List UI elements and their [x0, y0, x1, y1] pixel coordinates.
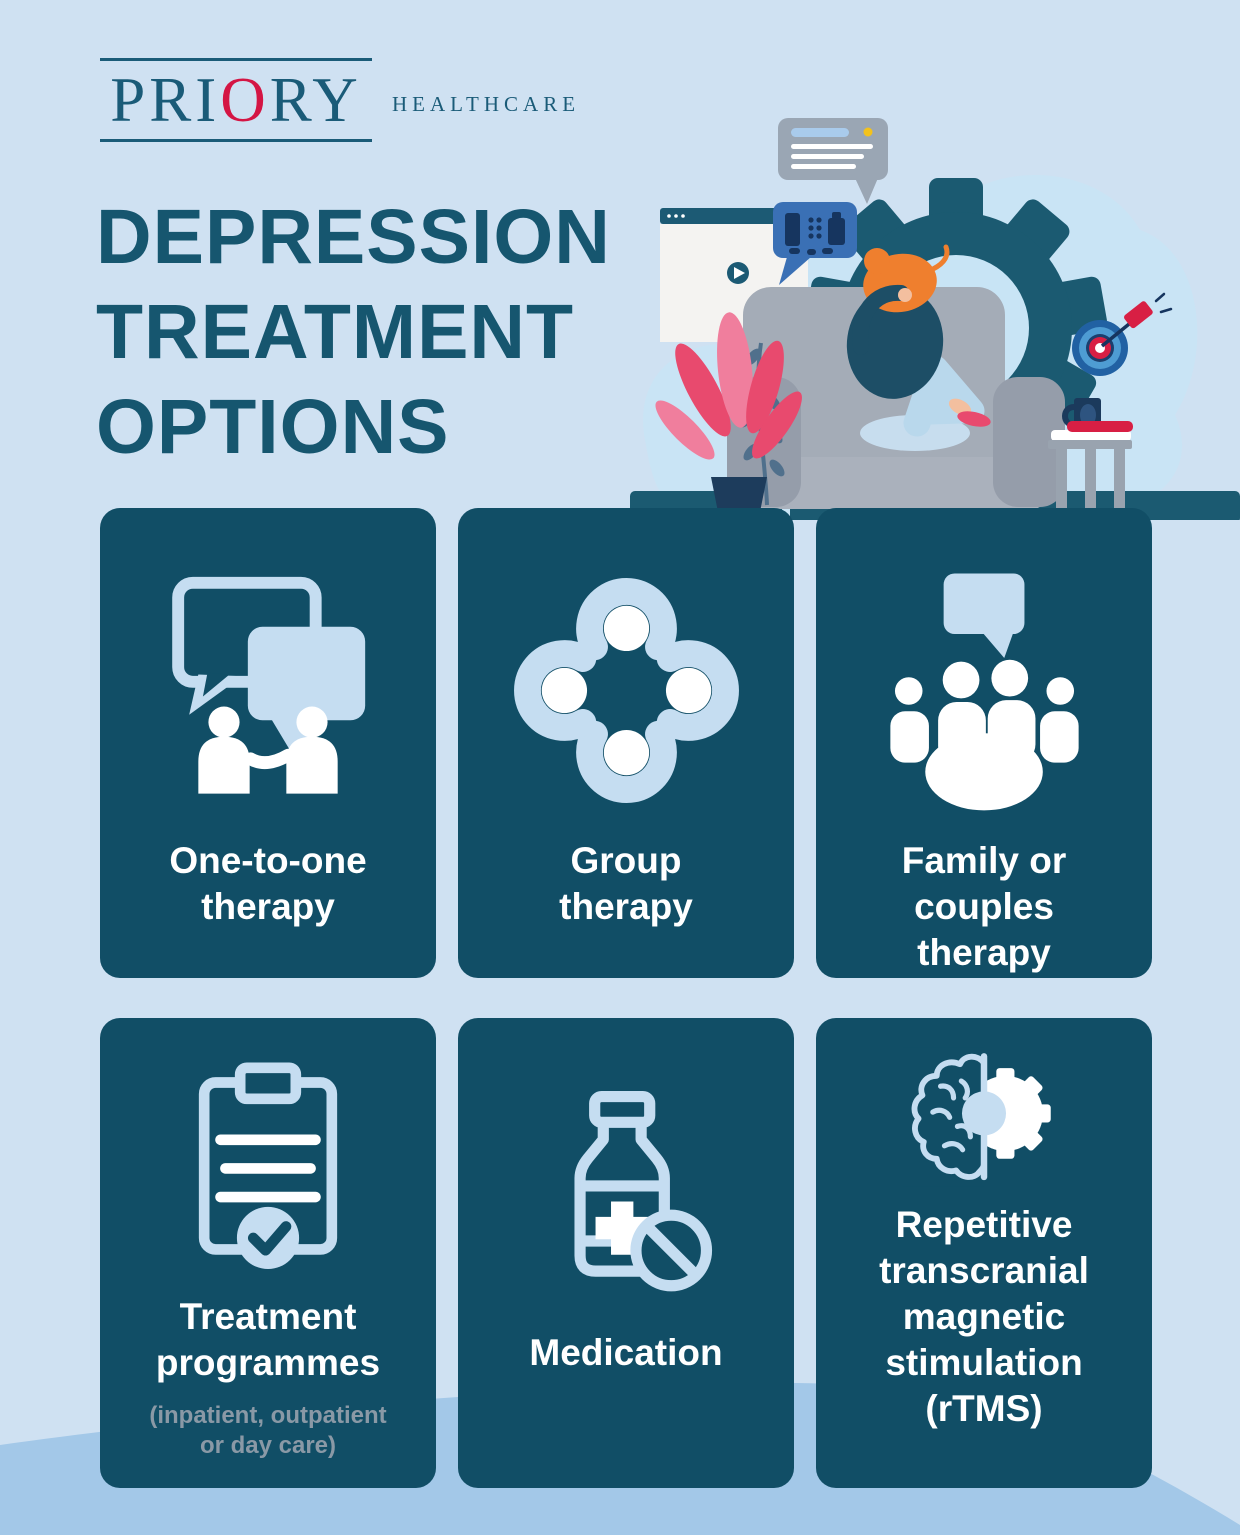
card-label: Group therapy	[559, 840, 693, 927]
priory-logo: PRIORY	[100, 58, 372, 142]
page-title: DEPRESSION TREATMENT OPTIONS	[96, 190, 611, 475]
logo-accent-letter: O	[220, 65, 270, 135]
pink-plant	[655, 312, 802, 517]
yellow-dot	[863, 127, 873, 137]
card-rtms: Repetitive transcranial magnetic stimula…	[816, 1018, 1152, 1488]
sad-person	[846, 244, 991, 451]
play-icon	[734, 267, 745, 279]
logo-wordmark: PRIORY	[100, 61, 372, 139]
card-label: Treatment programmes	[155, 1296, 381, 1383]
logo-part2: RY	[269, 65, 362, 135]
clipboard-check-icon	[178, 1058, 358, 1278]
card-one-to-one-therapy: One-to-one therapy	[100, 508, 436, 978]
logo-rule-bottom	[100, 139, 372, 142]
group-circle-icon	[509, 553, 744, 828]
card-label: One-to-one therapy	[169, 840, 367, 927]
medicine-bottle-icon	[519, 1086, 734, 1304]
logo-rule-top	[100, 58, 372, 61]
card-medication: Medication	[458, 1018, 794, 1488]
brain-gear-icon	[903, 1047, 1065, 1187]
chat-bubble-icon	[778, 118, 888, 204]
logo-healthcare-text: HEALTHCARE	[392, 92, 581, 116]
target-icon	[1072, 292, 1173, 376]
title-line-1: DEPRESSION	[96, 194, 611, 280]
book-red	[1067, 421, 1133, 432]
title-line-2: TREATMENT	[96, 289, 575, 375]
card-group-therapy: Group therapy	[458, 508, 794, 978]
book-white	[1051, 430, 1131, 441]
card-family-couples-therapy: Family or couples therapy	[816, 508, 1152, 978]
card-label: Family or couples therapy	[901, 840, 1067, 973]
card-label: Medication	[529, 1332, 723, 1373]
speech-bubbles-handshake-icon	[158, 553, 378, 828]
hero-illustration	[630, 118, 1240, 520]
card-treatment-programmes: Treatment programmes (inpatient, outpati…	[100, 1018, 436, 1488]
logo-part1: PRI	[110, 65, 221, 135]
medication-bubble-icon	[773, 202, 857, 285]
plant-pot	[711, 477, 767, 517]
card-label: Repetitive transcranial magnetic stimula…	[879, 1204, 1089, 1429]
title-line-3: OPTIONS	[96, 384, 450, 470]
card-sublabel: (inpatient, outpatient or day care)	[149, 1402, 387, 1459]
family-group-icon	[872, 553, 1097, 828]
side-table	[1048, 398, 1133, 511]
